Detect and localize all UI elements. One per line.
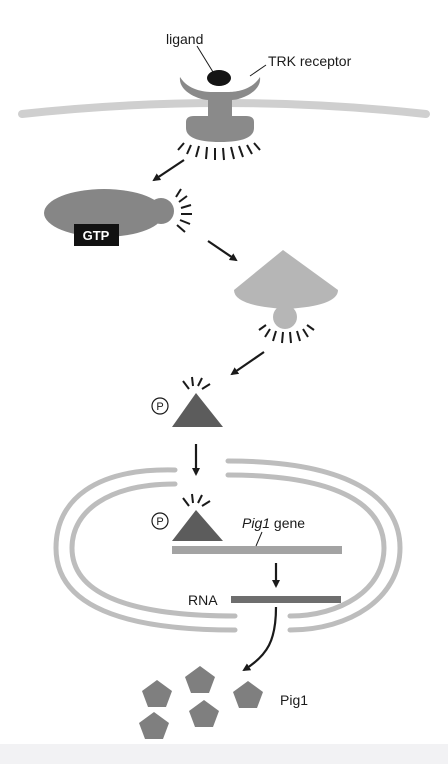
pig1-gene-bar — [172, 546, 342, 554]
nuclear-envelope — [53, 458, 403, 633]
pig1-protein-label: Pig1 — [280, 692, 308, 708]
ligand-label: ligand — [166, 31, 203, 47]
pig1-proteins — [139, 666, 263, 739]
gene-name: Pig1 — [242, 515, 270, 531]
pig1-protein — [139, 712, 169, 739]
ligand-leader-line — [196, 45, 214, 73]
gene-label: Pig1 gene — [242, 515, 305, 531]
pig1-protein — [189, 700, 219, 727]
receptor-activation-rays — [177, 142, 261, 161]
nuclear-phosphate-label: P — [156, 516, 163, 528]
kinase-light — [234, 250, 338, 329]
pig1-protein — [185, 666, 215, 693]
nuclear-phosphate-circle — [151, 512, 169, 530]
gtp-label: GTP — [83, 228, 110, 243]
gene-suffix: gene — [270, 515, 305, 531]
arrow-receptor-to-ras — [152, 159, 185, 182]
pig1-protein — [142, 680, 172, 707]
trk-receptor-label: TRK receptor — [268, 53, 352, 69]
ligand-molecule — [207, 70, 231, 86]
gene-leader-line — [255, 531, 263, 547]
bottom-band — [0, 744, 448, 764]
arrow-ras-to-kinase — [207, 240, 238, 262]
gtp-badge — [74, 224, 119, 246]
nuclear-kinase-triangle — [172, 510, 223, 541]
receptor-leader-line — [249, 64, 267, 77]
phospho-kinase-rays-top — [182, 376, 211, 390]
phosphate-label: P — [156, 401, 163, 413]
kinase-activation-rays — [258, 324, 315, 344]
gtp-protein-activation-rays — [175, 188, 192, 233]
arrow-kinase-to-phospho — [230, 351, 265, 376]
trk-receptor — [179, 77, 261, 142]
phospho-kinase-triangle — [172, 393, 223, 427]
rna-label: RNA — [188, 592, 218, 608]
arrow-rna-to-protein — [242, 606, 278, 672]
rna-bar — [231, 596, 341, 603]
pig1-protein — [233, 681, 263, 708]
nuclear-kinase-rays-top — [182, 493, 211, 507]
phosphate-circle — [151, 397, 169, 415]
